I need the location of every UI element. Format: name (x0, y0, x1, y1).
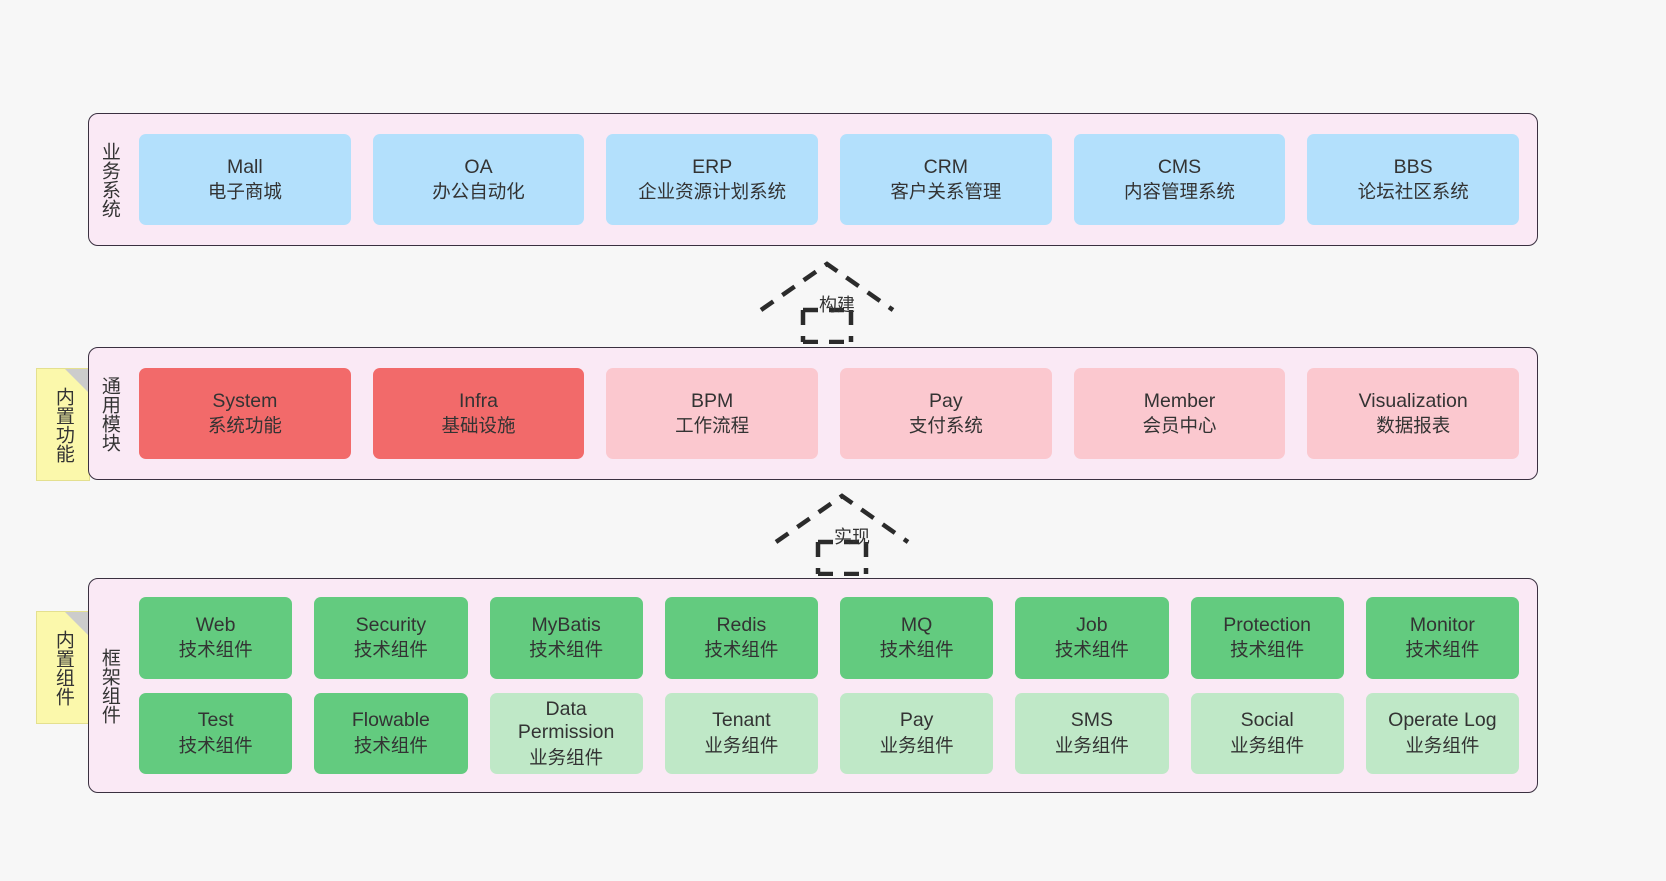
card-title-en: Mall (226, 155, 263, 178)
card-cms[interactable]: CMS 内容管理系统 (1073, 134, 1286, 225)
card-title-cn: 技术组件 (1054, 639, 1129, 661)
card-title-en: System (212, 389, 278, 412)
card-title-en: Job (1076, 613, 1108, 636)
card-infra[interactable]: Infra 基础设施 (372, 368, 585, 459)
section-title-general-modules: 通用模块 (98, 375, 120, 452)
card-title-cn: 系统功能 (207, 415, 282, 437)
card-web[interactable]: Web 技术组件 (139, 597, 293, 679)
framework-row-business: Test 技术组件 Flowable 技术组件 Data Permission … (139, 692, 1519, 774)
card-title-en: Tenant (712, 709, 771, 732)
note-builtin-components: 内置组件 (36, 611, 90, 724)
card-title-cn: 业务组件 (1054, 734, 1129, 756)
card-test[interactable]: Test 技术组件 (139, 692, 293, 774)
card-oa[interactable]: OA 办公自动化 (372, 134, 585, 225)
card-title-cn: 业务组件 (704, 734, 779, 756)
card-visualization[interactable]: Visualization 数据报表 (1307, 368, 1520, 459)
card-bpm[interactable]: BPM 工作流程 (606, 368, 819, 459)
card-title-cn: 技术组件 (879, 639, 954, 661)
card-title-en: BPM (691, 389, 734, 412)
framework-row-technical: Web 技术组件 Security 技术组件 MyBatis 技术组件 Redi… (139, 597, 1519, 679)
card-title-en: Pay (929, 389, 963, 412)
card-protection[interactable]: Protection 技术组件 (1190, 597, 1344, 679)
card-title-cn: 技术组件 (704, 639, 779, 661)
card-system[interactable]: System 系统功能 (139, 368, 351, 459)
section-title-business-systems: 业务系统 (98, 141, 120, 218)
section-general-modules: 通用模块 System 系统功能 Infra 基础设施 BPM 工作流程 Pay… (88, 347, 1538, 480)
card-title-en: Data Permission (517, 697, 615, 744)
card-title-cn: 数据报表 (1376, 415, 1451, 437)
card-title-en: BBS (1393, 155, 1433, 178)
section-framework-components: 框架组件 Web 技术组件 Security 技术组件 MyBatis 技术组件… (88, 578, 1538, 793)
card-title-en: CRM (923, 155, 969, 178)
card-title-en: Pay (899, 709, 934, 732)
card-mall[interactable]: Mall 电子商城 (139, 134, 351, 225)
connector-build-label: 构建 (819, 295, 855, 315)
card-monitor[interactable]: Monitor 技术组件 (1365, 597, 1519, 679)
card-title-en: SMS (1070, 709, 1113, 732)
card-social[interactable]: Social 业务组件 (1190, 692, 1344, 774)
card-title-cn: 技术组件 (529, 639, 604, 661)
card-bbs[interactable]: BBS 论坛社区系统 (1307, 134, 1520, 225)
card-member[interactable]: Member 会员中心 (1073, 368, 1286, 459)
card-title-en: Infra (458, 389, 499, 412)
card-title-en: Monitor (1409, 613, 1475, 636)
card-title-en: Security (355, 613, 427, 636)
card-title-cn: 业务组件 (1230, 734, 1305, 756)
card-title-cn: 企业资源计划系统 (638, 181, 787, 203)
card-title-en: Test (197, 709, 234, 732)
card-title-cn: 技术组件 (353, 639, 428, 661)
card-title-en: Visualization (1358, 389, 1468, 412)
card-title-en: CMS (1157, 155, 1202, 178)
business-systems-card-row: Mall 电子商城 OA 办公自动化 ERP 企业资源计划系统 CRM 客户关系… (129, 114, 1537, 245)
card-data-permission[interactable]: Data Permission 业务组件 (489, 692, 643, 774)
card-title-en: Web (195, 613, 236, 636)
card-pay-component[interactable]: Pay 业务组件 (840, 692, 994, 774)
card-title-cn: 业务组件 (879, 734, 954, 756)
card-flowable[interactable]: Flowable 技术组件 (314, 692, 468, 774)
card-title-en: MQ (900, 613, 933, 636)
card-title-en: Member (1143, 389, 1216, 412)
card-title-cn: 业务组件 (1405, 734, 1480, 756)
card-redis[interactable]: Redis 技术组件 (664, 597, 818, 679)
card-title-cn: 技术组件 (1230, 639, 1305, 661)
note-builtin-features: 内置功能 (36, 368, 90, 481)
card-title-cn: 办公自动化 (432, 181, 525, 203)
card-title-en: OA (464, 155, 493, 178)
card-title-cn: 基础设施 (441, 415, 516, 437)
card-title-en: MyBatis (531, 613, 601, 636)
card-title-cn: 技术组件 (178, 639, 253, 661)
section-business-systems: 业务系统 Mall 电子商城 OA 办公自动化 ERP 企业资源计划系统 CRM… (88, 113, 1538, 246)
card-erp[interactable]: ERP 企业资源计划系统 (606, 134, 819, 225)
card-title-en: Social (1240, 709, 1294, 732)
card-title-cn: 工作流程 (675, 415, 750, 437)
card-crm[interactable]: CRM 客户关系管理 (840, 134, 1052, 225)
card-title-en: Operate Log (1388, 709, 1497, 732)
card-title-cn: 技术组件 (1405, 639, 1480, 661)
card-title-cn: 论坛社区系统 (1357, 181, 1469, 203)
framework-components-grid: Web 技术组件 Security 技术组件 MyBatis 技术组件 Redi… (129, 579, 1537, 792)
general-modules-card-row: System 系统功能 Infra 基础设施 BPM 工作流程 Pay 支付系统… (129, 348, 1537, 479)
card-title-cn: 客户关系管理 (890, 181, 1002, 203)
card-job[interactable]: Job 技术组件 (1015, 597, 1169, 679)
card-title-cn: 技术组件 (178, 734, 253, 756)
card-title-en: Redis (716, 613, 767, 636)
card-title-cn: 会员中心 (1142, 415, 1217, 437)
card-title-cn: 业务组件 (529, 746, 604, 768)
card-title-en: Flowable (351, 709, 430, 732)
card-title-cn: 支付系统 (908, 415, 983, 437)
card-sms[interactable]: SMS 业务组件 (1015, 692, 1169, 774)
card-mybatis[interactable]: MyBatis 技术组件 (489, 597, 643, 679)
card-title-cn: 技术组件 (353, 734, 428, 756)
card-tenant[interactable]: Tenant 业务组件 (664, 692, 818, 774)
section-title-framework-components: 框架组件 (98, 647, 120, 724)
connector-implement-label: 实现 (834, 527, 870, 547)
card-title-cn: 电子商城 (207, 181, 282, 203)
card-title-en: ERP (692, 155, 733, 178)
card-mq[interactable]: MQ 技术组件 (840, 597, 994, 679)
card-operate-log[interactable]: Operate Log 业务组件 (1365, 692, 1519, 774)
card-title-cn: 内容管理系统 (1124, 181, 1236, 203)
card-security[interactable]: Security 技术组件 (314, 597, 468, 679)
card-pay-module[interactable]: Pay 支付系统 (840, 368, 1052, 459)
card-title-en: Protection (1223, 613, 1312, 636)
